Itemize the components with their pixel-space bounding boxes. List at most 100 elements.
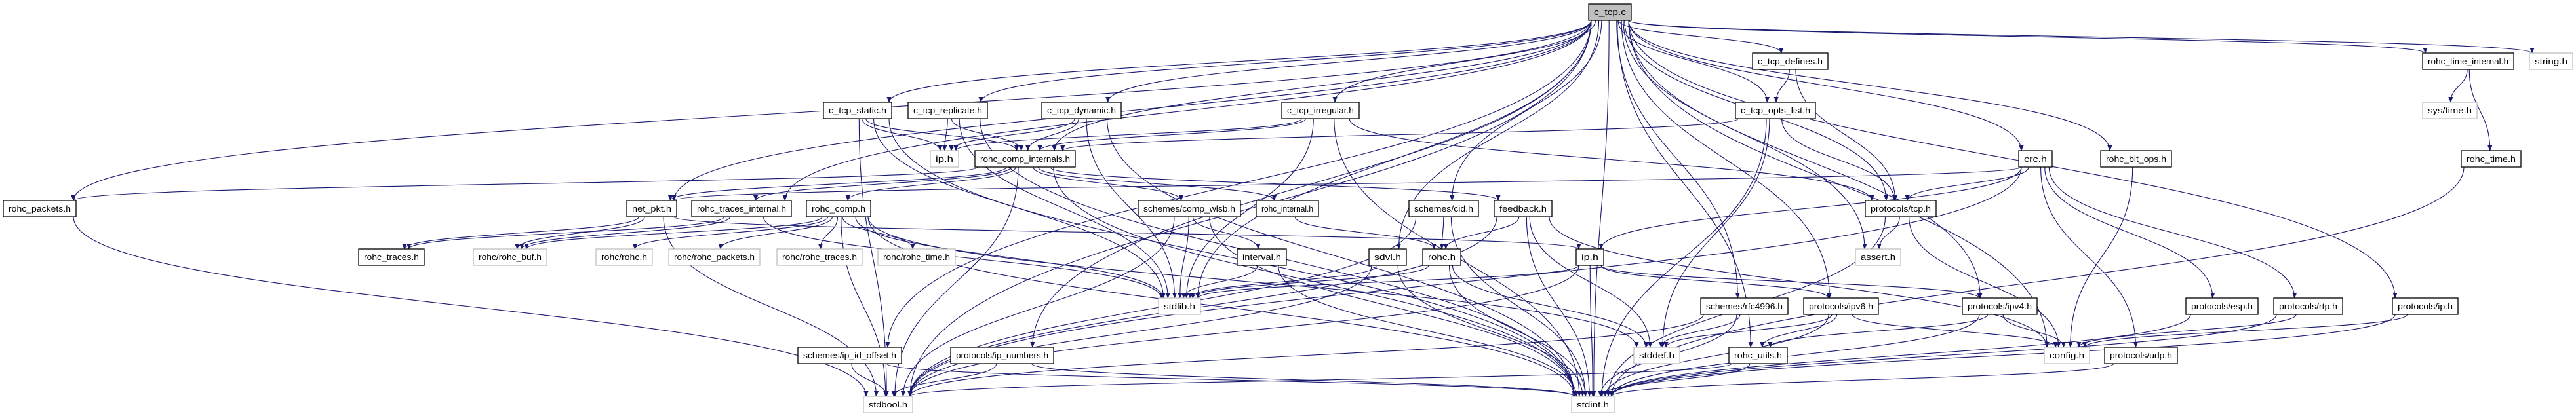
edge-c-tcp-static-to-rohc-comp-internals <box>865 118 1020 151</box>
node-label: c_tcp_dynamic.h <box>1047 105 1116 115</box>
edge-c-tcp-c-to-rfc4996 <box>1616 20 1740 299</box>
edge-ip-id-offset-to-stdint <box>886 363 1577 397</box>
node-rohc-comp-internals[interactable]: rohc_comp_internals.h <box>974 150 1076 168</box>
node-box <box>1700 297 1789 315</box>
node-c-tcp-opts-list[interactable]: c_tcp_opts_list.h <box>1735 102 1816 119</box>
node-rohc-rohc-time[interactable]: rohc/rohc_time.h <box>877 248 956 266</box>
node-rohc-bit-ops[interactable]: rohc_bit_ops.h <box>2100 150 2172 168</box>
node-ipv6[interactable]: protocols/ipv6.h <box>1803 297 1879 315</box>
edge-crc-to-ip <box>1598 166 2022 250</box>
node-label: assert.h <box>1861 252 1895 262</box>
edge-crc-to-esp <box>2044 166 2215 299</box>
edge-rohc-comp-internals-to-feedback <box>1049 166 1501 201</box>
node-udp[interactable]: protocols/udp.h <box>2104 347 2178 364</box>
node-rohc-rohc-traces[interactable]: rohc/rohc_traces.h <box>776 248 863 266</box>
node-label: rohc_traces.h <box>364 252 419 262</box>
node-interval[interactable]: interval.h <box>1237 248 1287 266</box>
node-box <box>1422 248 1461 266</box>
node-config[interactable]: config.h <box>2044 347 2090 364</box>
node-net-pkt[interactable]: net_pkt.h <box>626 200 677 217</box>
node-box <box>668 248 761 266</box>
edge-c-tcp-dynamic-to-ip-sys <box>949 118 1075 151</box>
node-rohc-time[interactable]: rohc_time.h <box>2461 150 2522 168</box>
node-stddef[interactable]: stddef.h <box>1633 347 1680 364</box>
node-feedback[interactable]: feedback.h <box>1494 200 1553 217</box>
node-tcp[interactable]: protocols/tcp.h <box>1865 200 1937 217</box>
node-label: rohc_time_internal.h <box>2428 56 2508 66</box>
edge-c-tcp-dynamic-to-rohc-comp-internals <box>1025 118 1079 151</box>
node-crc[interactable]: crc.h <box>2018 150 2053 168</box>
node-rohc-internal[interactable]: rohc_internal.h <box>1256 200 1319 217</box>
node-rohc-buf[interactable]: rohc/rohc_buf.h <box>473 248 547 266</box>
edge-rohc-comp-to-rohc-rohc-packets <box>718 216 833 250</box>
node-label: net_pkt.h <box>632 204 671 214</box>
node-box <box>626 200 677 217</box>
node-sys-time[interactable]: sys/time.h <box>2422 102 2478 119</box>
edge-ipv6-to-rohc-utils <box>1760 314 1838 348</box>
node-comp-wlsb[interactable]: schemes/comp_wlsb.h <box>1138 200 1241 217</box>
node-box <box>797 347 902 364</box>
node-c-tcp-static[interactable]: c_tcp_static.h <box>823 102 892 119</box>
edge-rtp-to-config <box>2076 314 2297 348</box>
node-label: protocols/esp.h <box>2191 301 2253 311</box>
node-box <box>595 248 653 266</box>
edge-rohc-time-internal-to-sys-time <box>2448 69 2468 103</box>
node-box <box>358 248 425 266</box>
node-box <box>2185 297 2259 315</box>
node-proto-ip[interactable]: protocols/ip.h <box>2392 297 2459 315</box>
node-rohc-utils[interactable]: rohc_utils.h <box>1728 347 1788 364</box>
node-ip[interactable]: ip.h <box>1575 248 1604 266</box>
edge-udp-to-stdint <box>1609 363 2114 397</box>
node-rohc-rohc[interactable]: rohc/rohc.h <box>595 248 653 266</box>
edge-feedback-to-stdbool <box>907 216 1497 397</box>
node-stdbool[interactable]: stdbool.h <box>863 396 913 413</box>
edge-rohc-comp-to-rohc-rohc <box>632 216 829 250</box>
edge-rohc-comp-internals-to-rohc-internal <box>1037 166 1277 201</box>
node-sdvl[interactable]: sdvl.h <box>1368 248 1407 266</box>
edge-c-tcp-irregular-to-tcp <box>1349 118 1874 201</box>
node-label: stdlib.h <box>1164 301 1195 311</box>
node-rohc-packets[interactable]: rohc_packets.h <box>3 200 77 217</box>
node-cid[interactable]: schemes/cid.h <box>1408 200 1479 217</box>
node-rohc-h[interactable]: rohc.h <box>1422 248 1461 266</box>
node-c-tcp-c[interactable]: c_tcp.c <box>1588 3 1632 21</box>
node-ip-numbers[interactable]: protocols/ip_numbers.h <box>950 347 1054 364</box>
node-ipv4[interactable]: protocols/ipv4.h <box>1962 297 2038 315</box>
node-box <box>950 347 1054 364</box>
edge-net-pkt-to-ip <box>673 216 1581 250</box>
edge-c-tcp-c-to-crc <box>1628 20 2024 151</box>
edge-tcp-to-assert <box>1876 216 1900 250</box>
node-c-tcp-replicate[interactable]: c_tcp_replicate.h <box>907 102 988 119</box>
node-rohc-time-internal[interactable]: rohc_time_internal.h <box>2422 52 2514 70</box>
node-box <box>930 150 959 168</box>
edge-interval-to-stdint <box>1278 265 1579 397</box>
node-box <box>974 150 1076 168</box>
node-c-tcp-dynamic[interactable]: c_tcp_dynamic.h <box>1041 102 1122 119</box>
edge-c-tcp-replicate-to-stdlib <box>959 118 1170 299</box>
node-rohc-comp[interactable]: rohc_comp.h <box>806 200 871 217</box>
node-label: rohc_bit_ops.h <box>2106 154 2166 164</box>
node-label: rohc/rohc_traces.h <box>782 252 857 262</box>
node-rtp[interactable]: protocols/rtp.h <box>2273 297 2343 315</box>
node-rfc4996[interactable]: schemes/rfc4996.h <box>1700 297 1789 315</box>
node-rohc-rohc-packets[interactable]: rohc/rohc_packets.h <box>668 248 761 266</box>
node-label: rohc.h <box>1428 252 1456 262</box>
node-stdlib[interactable]: stdlib.h <box>1158 297 1201 315</box>
node-stdint[interactable]: stdint.h <box>1571 396 1615 413</box>
node-assert[interactable]: assert.h <box>1855 248 1901 266</box>
node-esp[interactable]: protocols/esp.h <box>2185 297 2259 315</box>
edge-esp-to-stdint <box>1609 314 2191 397</box>
node-rohc-traces-internal[interactable]: rohc_traces_internal.h <box>691 200 792 217</box>
node-c-tcp-irregular[interactable]: c_tcp_irregular.h <box>1281 102 1360 119</box>
node-rohc-traces[interactable]: rohc_traces.h <box>358 248 425 266</box>
node-ip-sys[interactable]: ip.h <box>930 150 959 168</box>
edge-sdvl-to-stdlib <box>1187 265 1378 299</box>
edge-c-tcp-dynamic-to-stdlib <box>1086 118 1178 299</box>
node-ip-id-offset[interactable]: schemes/ip_id_offset.h <box>797 347 902 364</box>
edge-rohc-comp-to-rohc-buf <box>524 216 823 250</box>
node-label: rohc_traces_internal.h <box>697 204 786 214</box>
node-label: schemes/comp_wlsb.h <box>1143 204 1235 214</box>
node-string[interactable]: string.h <box>2529 52 2573 70</box>
node-c-tcp-defines[interactable]: c_tcp_defines.h <box>1752 52 1829 70</box>
edge-c-tcp-c-to-net-pkt <box>671 20 1592 201</box>
